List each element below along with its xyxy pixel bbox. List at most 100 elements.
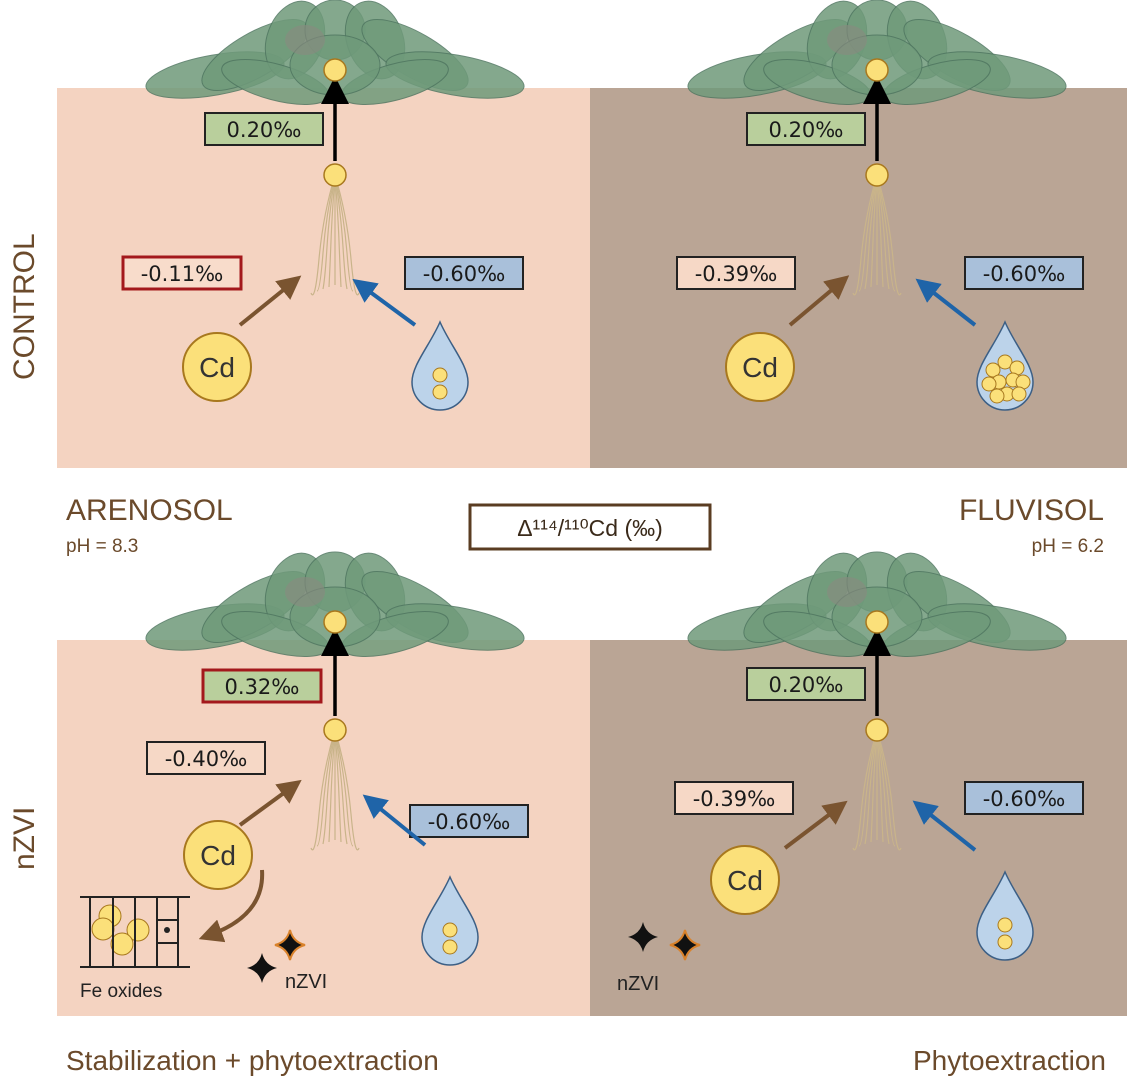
solution-uptake-arrow — [352, 278, 417, 327]
plant-leaves-icon — [145, 0, 525, 105]
solution-plant-fractionation-text: -0.60‰ — [983, 787, 1066, 811]
soil-plant-fractionation-box — [146, 741, 266, 775]
solution-plant-fractionation-box — [964, 256, 1084, 290]
cd-pool-label: Cd — [727, 865, 763, 896]
shoot-root-fractionation-text: 0.20‰ — [769, 673, 844, 697]
soil-background — [590, 640, 1127, 1016]
solution-plant-fractionation: -0.60‰ — [409, 804, 529, 838]
solution-plant-fractionation-box — [404, 256, 524, 290]
cd-dissolved-dot — [989, 388, 1005, 404]
cd-dissolved-dot — [985, 362, 1001, 378]
cd-dissolved-dot — [432, 384, 448, 400]
soil-solution-drop-icon — [976, 870, 1034, 961]
plant-roots-icon — [310, 174, 360, 296]
solution-plant-fractionation-text: -0.60‰ — [428, 810, 511, 834]
cd-shoot-dot — [865, 610, 889, 634]
shoot-root-fractionation-box — [204, 112, 324, 146]
cd-root-dot — [323, 163, 347, 187]
soil-plant-fractionation: -0.40‰ — [146, 741, 266, 775]
plant-roots-icon — [310, 729, 360, 851]
soil-uptake-arrow — [788, 275, 850, 327]
shoot-root-fractionation-box — [746, 112, 866, 146]
soil-plant-fractionation-text: -0.39‰ — [695, 262, 778, 286]
soil-plant-fractionation: -0.11‰ — [121, 255, 243, 291]
soil-ph-arenosol: pH = 8.3 — [66, 536, 138, 557]
plant-roots-icon — [852, 174, 902, 296]
solution-plant-fractionation: -0.60‰ — [404, 256, 524, 290]
strategy-left: Stabilization + phytoextraction — [66, 1045, 439, 1076]
plant-leaves-icon — [687, 0, 1067, 105]
solution-plant-fractionation-text: -0.60‰ — [423, 262, 506, 286]
panel-nzvi-fluvisol: 0.20‰ -0.39‰ -0.60‰ Cd nZVI — [590, 551, 1127, 1016]
cd-dissolved-dot — [442, 939, 458, 955]
cd-pool-icon: Cd — [710, 845, 780, 915]
soil-plant-fractionation-text: -0.40‰ — [165, 747, 248, 771]
solution-plant-fractionation-text: -0.60‰ — [983, 262, 1066, 286]
row-label-nzvi: nZVI — [8, 807, 41, 870]
soil-solution-drop-icon — [976, 320, 1034, 411]
panel-control-fluvisol: 0.20‰ -0.39‰ -0.60‰ Cd — [590, 0, 1127, 468]
soil-uptake-arrow — [238, 275, 302, 327]
soil-name-arenosol: ARENOSOL — [66, 494, 233, 527]
solution-plant-fractionation-box — [964, 781, 1084, 815]
shoot-root-fractionation-box — [201, 668, 323, 704]
cd-root-dot — [865, 163, 889, 187]
nzvi-label: nZVI — [285, 971, 327, 993]
soil-solution-drop-icon — [421, 875, 479, 966]
cd-root-dot — [323, 718, 347, 742]
cd-pool-icon: Cd — [183, 820, 253, 890]
panel-control-arenosol: 0.20‰ -0.11‰ -0.60‰ Cd — [57, 0, 590, 468]
shoot-root-fractionation: 0.20‰ — [204, 112, 324, 146]
shoot-root-fractionation-text: 0.20‰ — [227, 118, 302, 142]
soil-plant-fractionation: -0.39‰ — [674, 781, 794, 815]
soil-solution-drop-icon — [411, 320, 469, 411]
nzvi-particle-icon — [247, 953, 277, 983]
cd-dissolved-dot — [1011, 386, 1027, 402]
nzvi-particle-icon — [628, 922, 658, 952]
solution-uptake-arrow — [362, 794, 427, 847]
cd-pool-label: Cd — [199, 352, 235, 383]
row-label-control: CONTROL — [8, 233, 41, 380]
shoot-root-fractionation: 0.20‰ — [746, 667, 866, 701]
nzvi-label: nZVI — [617, 973, 659, 995]
solution-plant-fractionation-box — [409, 804, 529, 838]
soil-plant-fractionation-text: -0.11‰ — [141, 262, 224, 286]
delta-legend-box: Δ¹¹⁴/¹¹⁰Cd (‰) — [468, 503, 712, 551]
strategy-right: Phytoextraction — [913, 1045, 1106, 1076]
soil-plant-fractionation-box — [121, 255, 243, 291]
solution-plant-fractionation: -0.60‰ — [964, 256, 1084, 290]
delta-legend-label: Δ¹¹⁴/¹¹⁰Cd (‰) — [517, 515, 663, 541]
cd-pool-icon: Cd — [182, 332, 252, 402]
shoot-root-fractionation-box — [746, 667, 866, 701]
solution-plant-fractionation: -0.60‰ — [964, 781, 1084, 815]
soil-uptake-arrow — [238, 779, 302, 827]
cd-dissolved-dot — [997, 354, 1013, 370]
soil-plant-fractionation-box — [674, 781, 794, 815]
soil-plant-fractionation-box — [676, 256, 796, 290]
shoot-root-fractionation-text: 0.20‰ — [769, 118, 844, 142]
nzvi-particle-icon — [274, 929, 306, 961]
soil-plant-fractionation-text: -0.39‰ — [693, 787, 776, 811]
cd-pool-label: Cd — [742, 352, 778, 383]
cd-dissolved-dot — [442, 922, 458, 938]
shoot-root-fractionation: 0.20‰ — [746, 112, 866, 146]
cd-shoot-dot — [323, 610, 347, 634]
lock-icon — [156, 919, 179, 944]
soil-name-fluvisol: FLUVISOL — [959, 494, 1104, 527]
cd-shoot-dot — [865, 58, 889, 82]
panel-nzvi-arenosol: 0.32‰ -0.40‰ -0.60‰ Cd Fe oxides nZVI — [57, 551, 590, 1016]
solution-uptake-arrow — [912, 800, 977, 852]
nzvi-particle-icon — [669, 929, 701, 961]
fe-oxides-label: Fe oxides — [80, 981, 162, 1002]
cd-pool-icon: Cd — [725, 332, 795, 402]
fe-oxides-cage-icon — [80, 896, 190, 968]
shoot-root-fractionation: 0.32‰ — [201, 668, 323, 704]
soil-ph-fluvisol: pH = 6.2 — [1032, 536, 1104, 557]
cd-dissolved-dot — [997, 934, 1013, 950]
soil-plant-fractionation: -0.39‰ — [676, 256, 796, 290]
cd-shoot-dot — [323, 58, 347, 82]
plant-leaves-icon — [687, 551, 1067, 657]
cd-dissolved-dot — [432, 367, 448, 383]
shoot-root-fractionation-text: 0.32‰ — [225, 675, 300, 699]
